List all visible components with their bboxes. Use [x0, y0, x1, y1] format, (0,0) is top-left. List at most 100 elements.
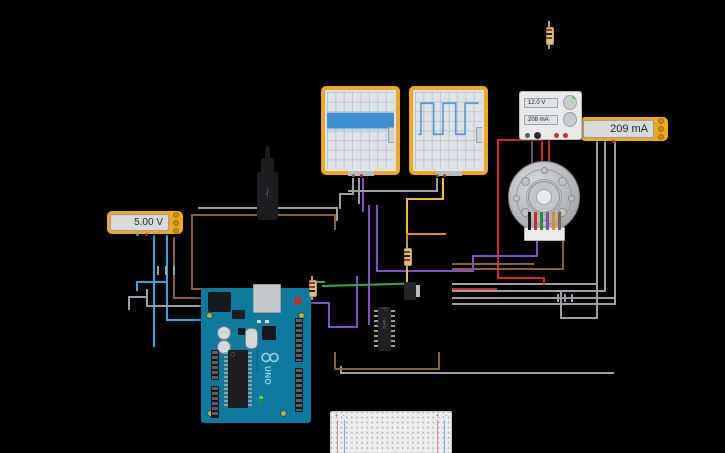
pot-left-leg[interactable]	[165, 266, 167, 275]
wire-brown[interactable]	[191, 214, 193, 290]
motor-wire-purple[interactable]	[546, 212, 549, 230]
digital-header-high-pins[interactable]	[296, 319, 302, 361]
ic-chip[interactable]: 74HC	[378, 307, 391, 351]
wire-gray[interactable]	[340, 366, 342, 374]
resistor-arduino[interactable]	[309, 276, 317, 300]
psu-terminal-negative[interactable]	[534, 132, 541, 139]
wire-brown[interactable]	[334, 352, 336, 370]
pot-right-leg[interactable]	[564, 294, 566, 302]
motor-wire-orange[interactable]	[552, 212, 555, 230]
wire-cyan[interactable]	[136, 281, 168, 283]
pot-right-leg[interactable]	[571, 294, 573, 302]
resistor-breadboard[interactable]	[404, 243, 412, 269]
wire-cyan[interactable]	[166, 319, 210, 321]
wire-purple[interactable]	[328, 303, 330, 328]
wire-purple[interactable]	[472, 255, 474, 272]
wire-gray[interactable]	[452, 297, 614, 299]
pot-right-leg[interactable]	[557, 294, 559, 302]
wire-gray[interactable]	[146, 289, 148, 307]
oscilloscope-left-probe-pos[interactable]	[360, 174, 363, 177]
wire-brown[interactable]	[562, 228, 564, 270]
wire-brown[interactable]	[173, 297, 213, 299]
wire-gray[interactable]	[336, 207, 338, 221]
dc-power-supply[interactable]: 12.0 V 208 mA	[519, 91, 582, 140]
wire-purple[interactable]	[310, 302, 330, 304]
analog-header-pins[interactable]	[212, 387, 218, 417]
wire-yellow[interactable]	[406, 198, 444, 200]
breadboard[interactable]: + - + - + -	[330, 411, 452, 453]
resistor-top[interactable]	[546, 21, 554, 49]
motor-connector[interactable]	[524, 227, 565, 241]
motor-wire-brown[interactable]	[558, 212, 561, 230]
motor-wire-black[interactable]	[528, 212, 531, 230]
wire-gray[interactable]	[596, 279, 598, 319]
oscilloscope-left-probe-neg[interactable]	[352, 174, 355, 177]
reset-button[interactable]	[294, 297, 302, 305]
oscilloscope-right-probe-pos[interactable]	[443, 174, 446, 177]
oscilloscope-left[interactable]	[321, 86, 400, 176]
wire-red[interactable]	[543, 277, 545, 285]
wire-gray[interactable]	[340, 193, 354, 195]
wire-cyan[interactable]	[166, 235, 168, 283]
pot-left-leg[interactable]	[157, 266, 159, 275]
wire-cyan[interactable]	[136, 281, 138, 291]
ammeter-probe-positive[interactable]	[612, 140, 615, 143]
psu-terminal-ground[interactable]	[525, 133, 530, 138]
ammeter[interactable]: 209 mA	[580, 117, 668, 141]
oscilloscope-left-controls[interactable]	[388, 127, 394, 144]
wire-orange[interactable]	[406, 233, 446, 235]
wire-purple[interactable]	[376, 270, 472, 272]
wire-yellow[interactable]	[442, 178, 444, 200]
voltmeter-terminals[interactable]	[171, 211, 180, 234]
oscilloscope-right-terminals[interactable]	[435, 171, 462, 176]
motor-wire-red[interactable]	[534, 212, 537, 230]
wire-gray[interactable]	[340, 372, 614, 374]
oscilloscope-left-terminals[interactable]	[347, 171, 374, 176]
wire-brown[interactable]	[334, 368, 440, 370]
wire-red[interactable]	[497, 277, 545, 279]
wire-green[interactable]	[311, 281, 325, 283]
wire-cyan[interactable]	[166, 281, 168, 321]
wire-brown[interactable]	[452, 263, 534, 265]
wire-purple[interactable]	[368, 205, 370, 325]
psu-current-knob[interactable]	[562, 112, 577, 127]
wire-purple[interactable]	[376, 205, 378, 271]
wire-purple[interactable]	[362, 178, 364, 212]
wire-gray[interactable]	[560, 292, 562, 319]
wire-red[interactable]	[452, 288, 497, 290]
wire-gray[interactable]	[348, 190, 438, 192]
ammeter-terminals[interactable]	[656, 118, 665, 140]
psu-terminal-out-neg[interactable]	[554, 133, 559, 138]
power-header-pins[interactable]	[212, 351, 218, 379]
wire-gray[interactable]	[452, 290, 604, 292]
wire-gray[interactable]	[452, 303, 614, 305]
voltmeter-probe-negative[interactable]	[136, 233, 139, 236]
wire-cyan[interactable]	[153, 235, 155, 347]
wire-red[interactable]	[497, 139, 543, 141]
wire-gray[interactable]	[614, 137, 616, 305]
pot-left-leg[interactable]	[173, 266, 175, 275]
arduino-uno[interactable]: ARDUINO UNO	[201, 284, 311, 423]
voltmeter[interactable]: 5.00 V	[107, 211, 183, 234]
psu-terminals[interactable]	[520, 130, 581, 139]
oscilloscope-right-probe-neg[interactable]	[436, 174, 439, 177]
usb-port[interactable]	[253, 284, 281, 313]
wire-red[interactable]	[497, 139, 499, 279]
wire-gray[interactable]	[560, 317, 598, 319]
oscilloscope-right-controls[interactable]	[476, 127, 482, 144]
wire-green[interactable]	[321, 282, 410, 287]
power-transistor[interactable]	[404, 282, 420, 300]
oscilloscope-right[interactable]	[409, 86, 488, 176]
digital-header-low-pins[interactable]	[296, 369, 302, 411]
wire-gray[interactable]	[604, 137, 606, 292]
motor-wire-green[interactable]	[540, 212, 543, 230]
wire-gray[interactable]	[436, 178, 438, 192]
wire-brown[interactable]	[452, 268, 564, 270]
wire-gray[interactable]	[146, 305, 210, 307]
psu-terminal-out-pos[interactable]	[563, 133, 568, 138]
wire-gray[interactable]	[128, 296, 148, 298]
wire-purple[interactable]	[330, 326, 358, 328]
wire-gray[interactable]	[339, 193, 341, 209]
barrel-power-jack[interactable]	[208, 292, 231, 312]
